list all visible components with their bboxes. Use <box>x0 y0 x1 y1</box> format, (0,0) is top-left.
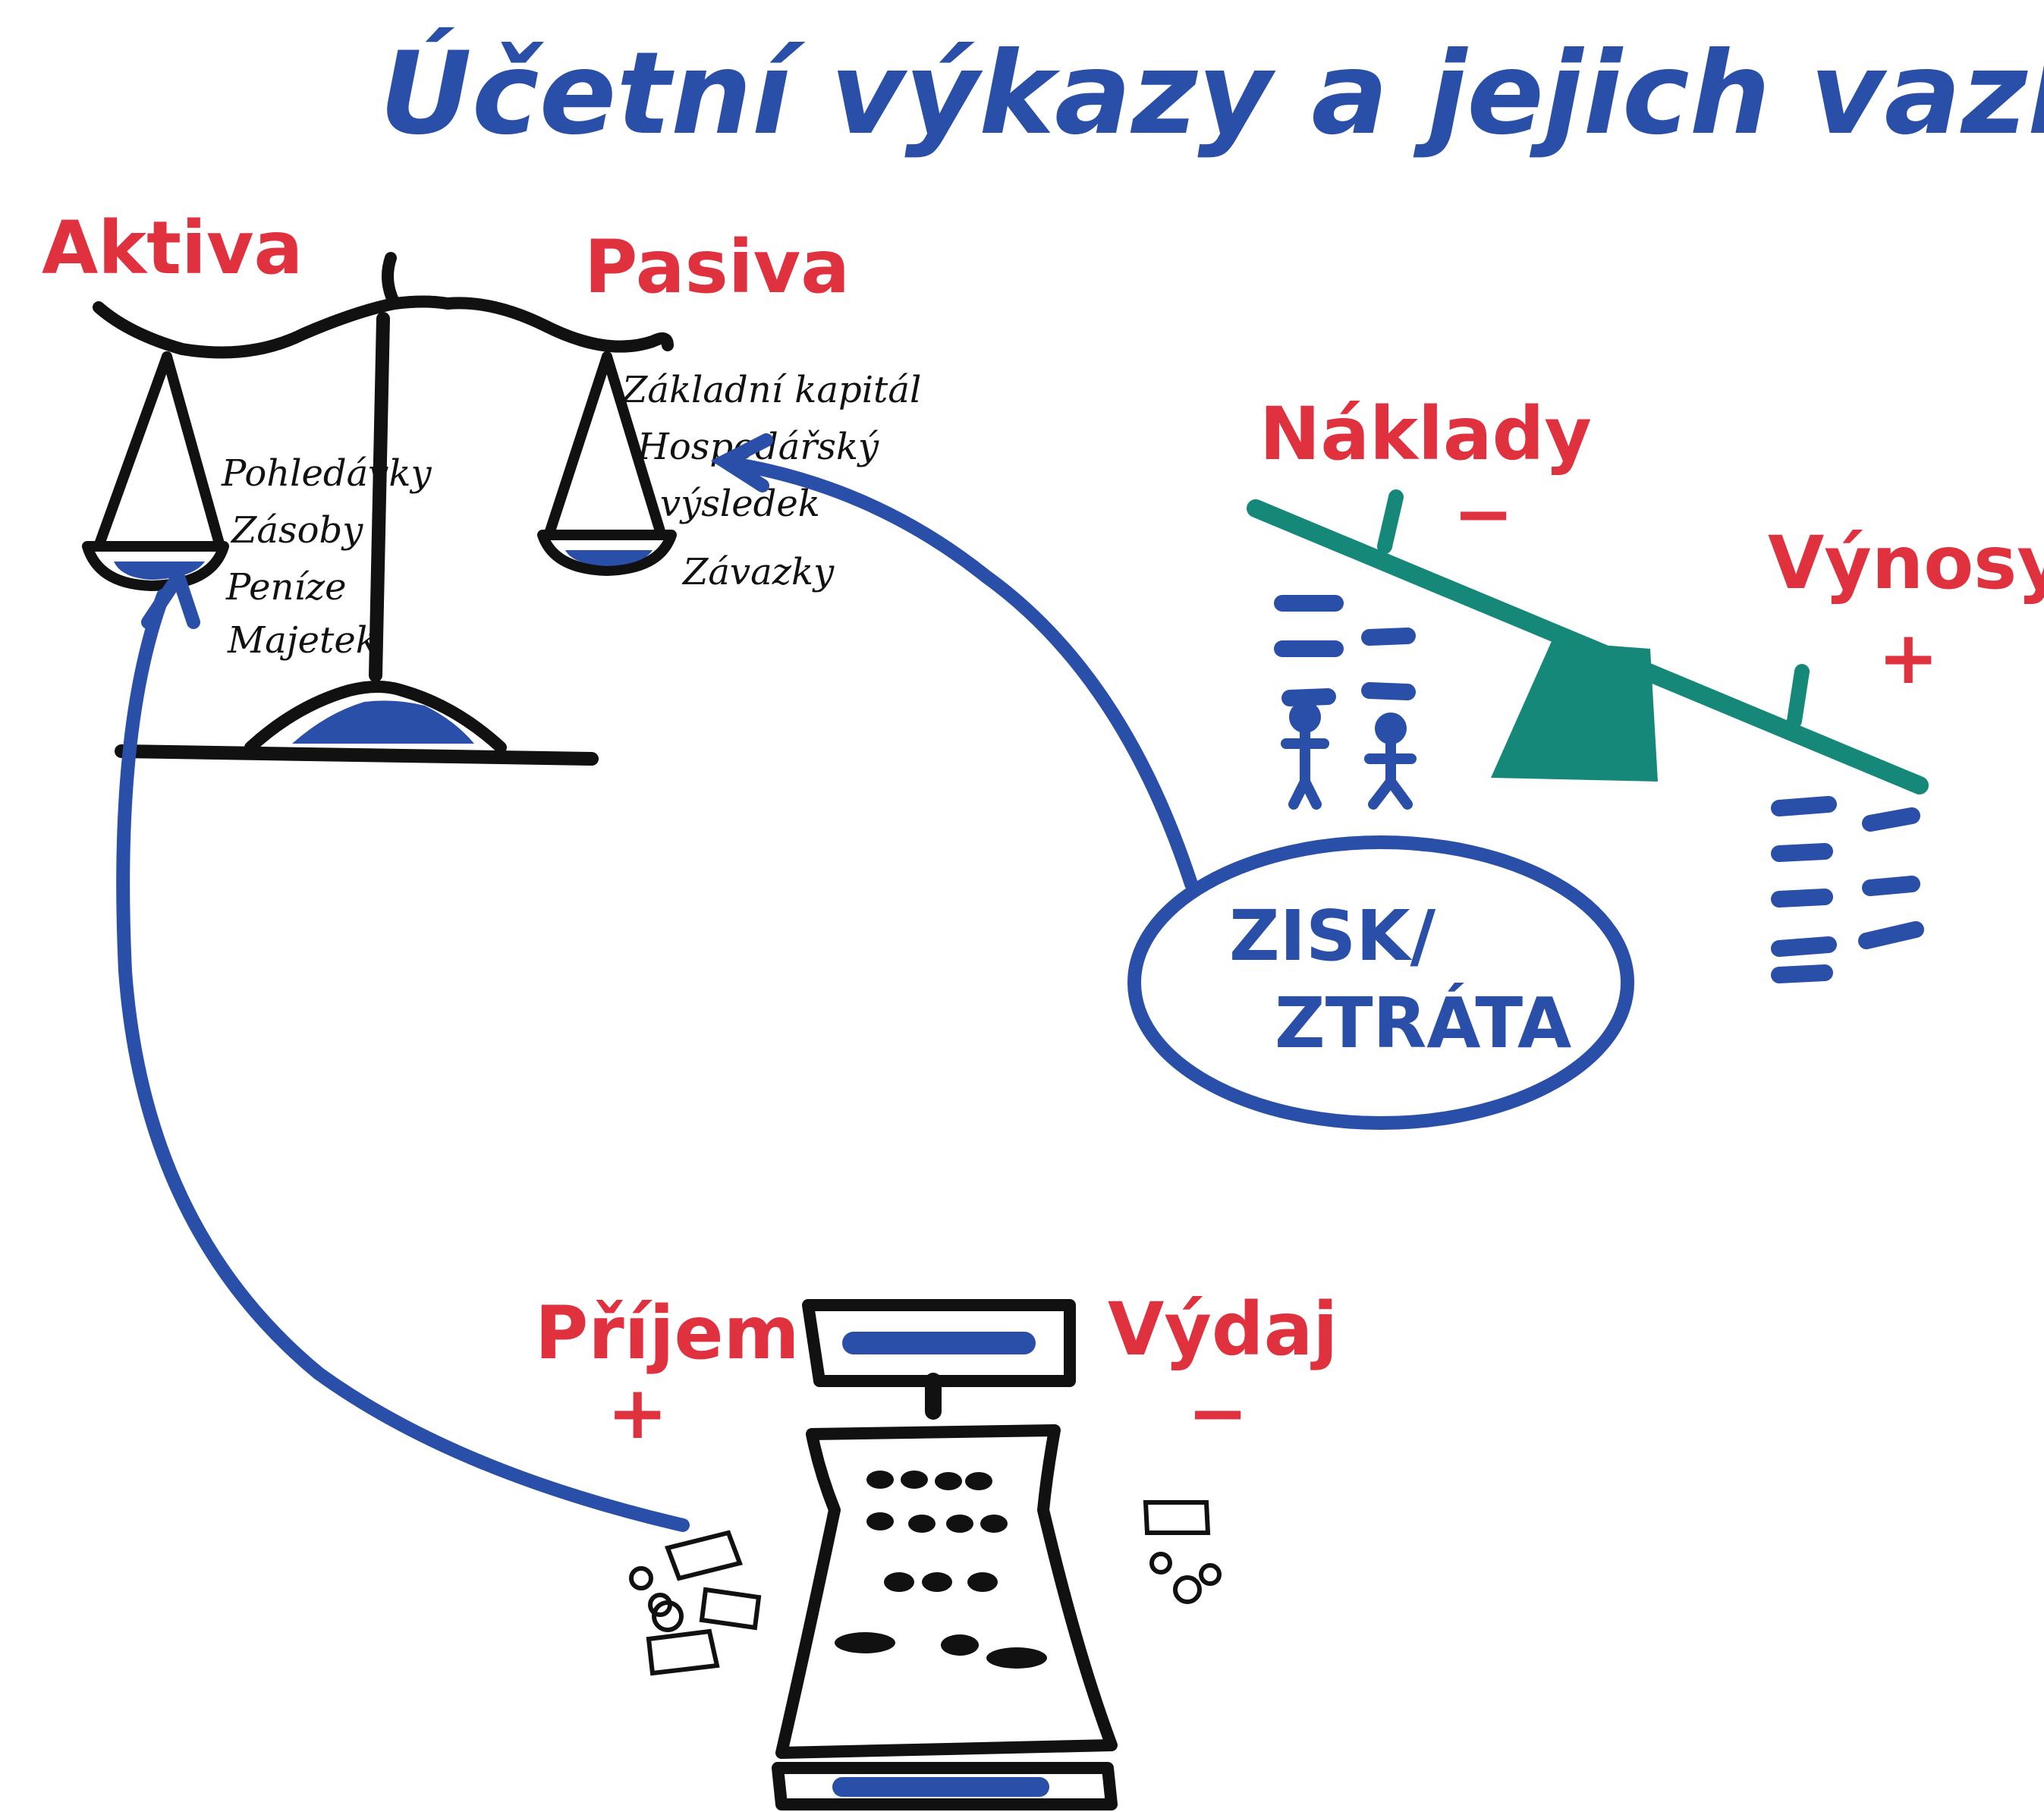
asset-item: Pohledávky <box>221 452 432 495</box>
coin-icon <box>629 1566 684 1632</box>
revenue-weight-marks <box>1771 796 1924 983</box>
person-icon <box>1364 713 1417 810</box>
asset-item: Zásoby <box>230 509 363 552</box>
asset-item: Majetek <box>227 619 378 662</box>
arrow-profit-to-liabilities <box>710 433 1198 891</box>
cash-expense-label: Výdaj <box>1108 1287 1338 1372</box>
banknote-icon <box>646 1530 762 1676</box>
page-title: Účetní výkazy a jejich vazby <box>379 27 2044 160</box>
revenues-sign: + <box>1878 615 1939 700</box>
profit-loss-ellipse <box>1127 835 1634 1130</box>
coin-icon <box>1149 1552 1222 1604</box>
liability-item: Závazky <box>681 551 835 593</box>
scale-base-fill <box>292 700 474 744</box>
register-keys <box>835 1471 1047 1669</box>
costs-sign: − <box>1453 471 1514 556</box>
person-icon <box>1281 701 1329 810</box>
seesaw-icon <box>1247 489 1929 794</box>
right-pan-fill <box>565 550 653 566</box>
profit-loss-line2: ZTRÁTA <box>1275 982 1571 1064</box>
profit-loss-line1: ZISK/ <box>1229 895 1436 977</box>
assets-label: Aktiva <box>42 206 303 291</box>
cash-income-sign: + <box>607 1370 668 1455</box>
costs-label: Náklady <box>1259 392 1592 477</box>
balance-scale-icon <box>82 252 677 766</box>
liability-item: Základní kapitál <box>621 369 921 411</box>
arrow-cashflow-to-assets <box>116 561 690 1532</box>
liability-item: výsledek <box>660 483 820 525</box>
cash-expense-sign: − <box>1187 1370 1248 1455</box>
cash-income-label: Příjem <box>535 1291 800 1376</box>
liabilities-label: Pasiva <box>584 225 850 310</box>
revenues-label: Výnosy <box>1768 521 2044 606</box>
cash-register-icon <box>772 1299 1118 1810</box>
banknote-icon <box>1143 1500 1211 1535</box>
cost-weight-marks <box>1274 595 1416 706</box>
asset-item: Peníze <box>225 566 347 609</box>
